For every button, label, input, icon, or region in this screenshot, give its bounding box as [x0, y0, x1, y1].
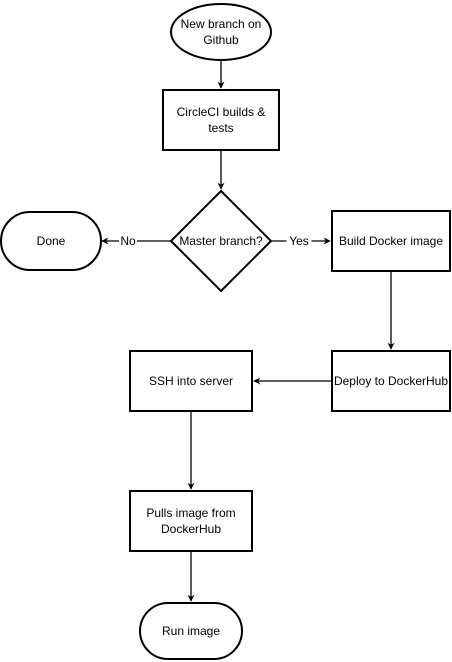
node-label-line: Deploy to DockerHub [334, 374, 448, 388]
node-done: Done [0, 211, 102, 271]
node-label-line: CircleCI builds & [177, 105, 266, 119]
node-run: Run image [139, 602, 243, 660]
node-master-check: Master branch? [169, 189, 273, 293]
rectangle-shape [129, 490, 253, 552]
terminator-shape [0, 211, 102, 271]
edges-layer: No Yes [101, 60, 395, 602]
node-label-line: Build Docker image [339, 234, 443, 248]
edge-master_check-to-done: No [101, 233, 171, 249]
node-label-line: Master branch? [179, 234, 263, 248]
edge-label-background [119, 233, 137, 249]
edge-label-no: No [120, 234, 136, 248]
node-build-tests: CircleCI builds & tests [162, 89, 280, 151]
terminator-shape [139, 602, 243, 660]
node-label-line: Github [203, 33, 239, 47]
rectangle-shape [162, 89, 280, 151]
rectangle-shape [331, 350, 451, 412]
node-label-line: tests [208, 121, 233, 135]
rectangle-shape [331, 210, 451, 272]
node-deploy: Deploy to DockerHub [331, 350, 451, 412]
node-label-line: SSH into server [149, 374, 233, 388]
node-ssh: SSH into server [129, 350, 253, 412]
node-label-line: Pulls image from [146, 506, 235, 520]
edge-label-yes: Yes [289, 234, 309, 248]
node-label-line: Run image [162, 624, 220, 638]
node-label-line: DockerHub [161, 522, 221, 536]
node-label-line: Done [37, 234, 66, 248]
edge-master_check-to-build_image: Yes [271, 233, 331, 249]
edge-label-background [286, 233, 312, 249]
node-label-line: New branch on [181, 17, 262, 31]
rectangle-shape [129, 350, 253, 412]
node-start: New branch on Github [170, 3, 272, 61]
node-build-image: Build Docker image [331, 210, 451, 272]
ellipse-shape [170, 3, 272, 61]
diamond-shape [169, 189, 273, 293]
